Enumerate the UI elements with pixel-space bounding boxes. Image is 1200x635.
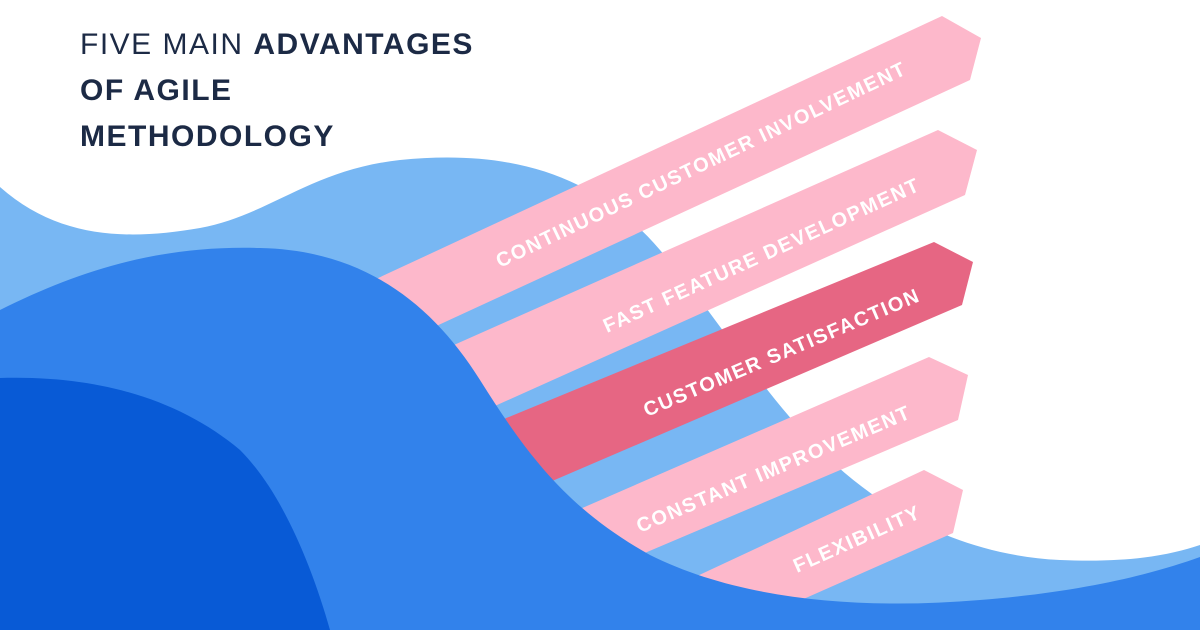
title-light-part: FIVE MAIN (80, 28, 254, 61)
title-line-2: OF AGILE (80, 74, 233, 107)
page-title: FIVE MAIN ADVANTAGES OF AGILE METHODOLOG… (80, 22, 474, 160)
wave-dark (0, 377, 330, 630)
title-line-3: METHODOLOGY (80, 120, 335, 153)
wave-mid (0, 247, 1200, 630)
ribbons (320, 16, 981, 635)
title-bold-part: ADVANTAGES (253, 28, 474, 61)
title-line-1: FIVE MAIN ADVANTAGES (80, 22, 474, 68)
ribbon-fast-feature-development (330, 130, 977, 480)
ribbon-continuous-customer-involvement (320, 16, 981, 375)
